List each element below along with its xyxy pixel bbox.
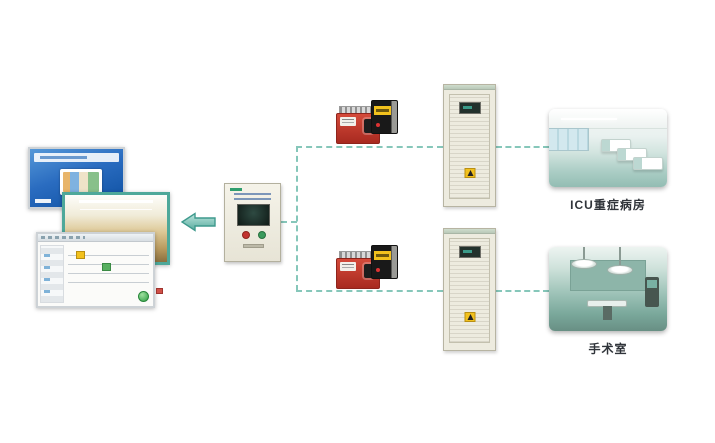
operating-room-photo <box>549 247 667 331</box>
operating-room-label: 手术室 <box>588 342 628 356</box>
distribution-cabinet-bottom <box>443 228 496 351</box>
scada-sidebar <box>40 245 64 303</box>
isolation-monitor-top <box>371 100 398 134</box>
connector-top-cabinet-to-room <box>496 146 549 148</box>
status-ok-icon <box>138 291 149 302</box>
panel-display-screen <box>237 204 270 226</box>
panel-buttons <box>242 231 266 239</box>
isolation-monitor-bottom <box>371 245 398 279</box>
panel-key-slot <box>243 244 264 248</box>
switch-handle <box>364 264 373 278</box>
slide-logo-mark <box>35 199 51 203</box>
surgical-lamp-arm <box>619 247 621 266</box>
monitor-label-band <box>374 251 391 260</box>
flow-left-arrow-icon <box>181 212 216 232</box>
cabinet-top-cap <box>444 229 495 234</box>
panel-title-text-lines <box>234 193 271 200</box>
cabinet-display-window <box>458 246 481 258</box>
cabinet-door <box>449 238 490 343</box>
connector-panel-to-trunk <box>281 221 297 223</box>
panel-brand-logo <box>230 188 242 191</box>
scada-red-indicator <box>156 288 163 294</box>
slide-title-band <box>34 153 119 162</box>
icu-room-label: ICU重症病房 <box>570 198 646 212</box>
cabinet-door <box>449 94 490 199</box>
monitor-label-band <box>374 106 391 115</box>
connector-top-branch <box>296 146 443 148</box>
cabinet-display-window <box>458 102 481 114</box>
warning-sticker-icon <box>464 312 475 322</box>
icu-ceiling <box>549 109 667 130</box>
corridor-ceiling-lights <box>79 200 154 223</box>
slide-photo-thumbnail <box>60 169 102 195</box>
icu-ward-photo <box>549 109 667 187</box>
cabinet-top-cap <box>444 85 495 90</box>
medical-equipment-tower <box>645 277 659 307</box>
scada-toolbar <box>38 234 153 242</box>
connector-bottom-cabinet-to-room <box>496 290 549 292</box>
connector-trunk-vertical <box>296 146 298 291</box>
icu-window-band <box>549 127 590 152</box>
surgical-lamp <box>607 265 633 275</box>
monitor-indicator-led <box>376 123 380 127</box>
surgical-lamp <box>571 259 597 269</box>
switch-label <box>340 117 356 126</box>
switch-handle <box>364 119 373 133</box>
connector-bottom-branch <box>296 290 443 292</box>
surgical-lamp-arm <box>583 247 585 260</box>
central-monitoring-panel <box>224 183 281 262</box>
distribution-cabinet-top <box>443 84 496 207</box>
scada-schematic-area <box>68 247 163 294</box>
monitor-indicator-led <box>376 268 380 272</box>
switch-label <box>340 262 356 271</box>
monitor-screenshot-scada <box>36 232 163 308</box>
hospital-bed <box>633 157 663 170</box>
operating-table-base <box>603 306 612 320</box>
warning-sticker-icon <box>464 168 475 178</box>
